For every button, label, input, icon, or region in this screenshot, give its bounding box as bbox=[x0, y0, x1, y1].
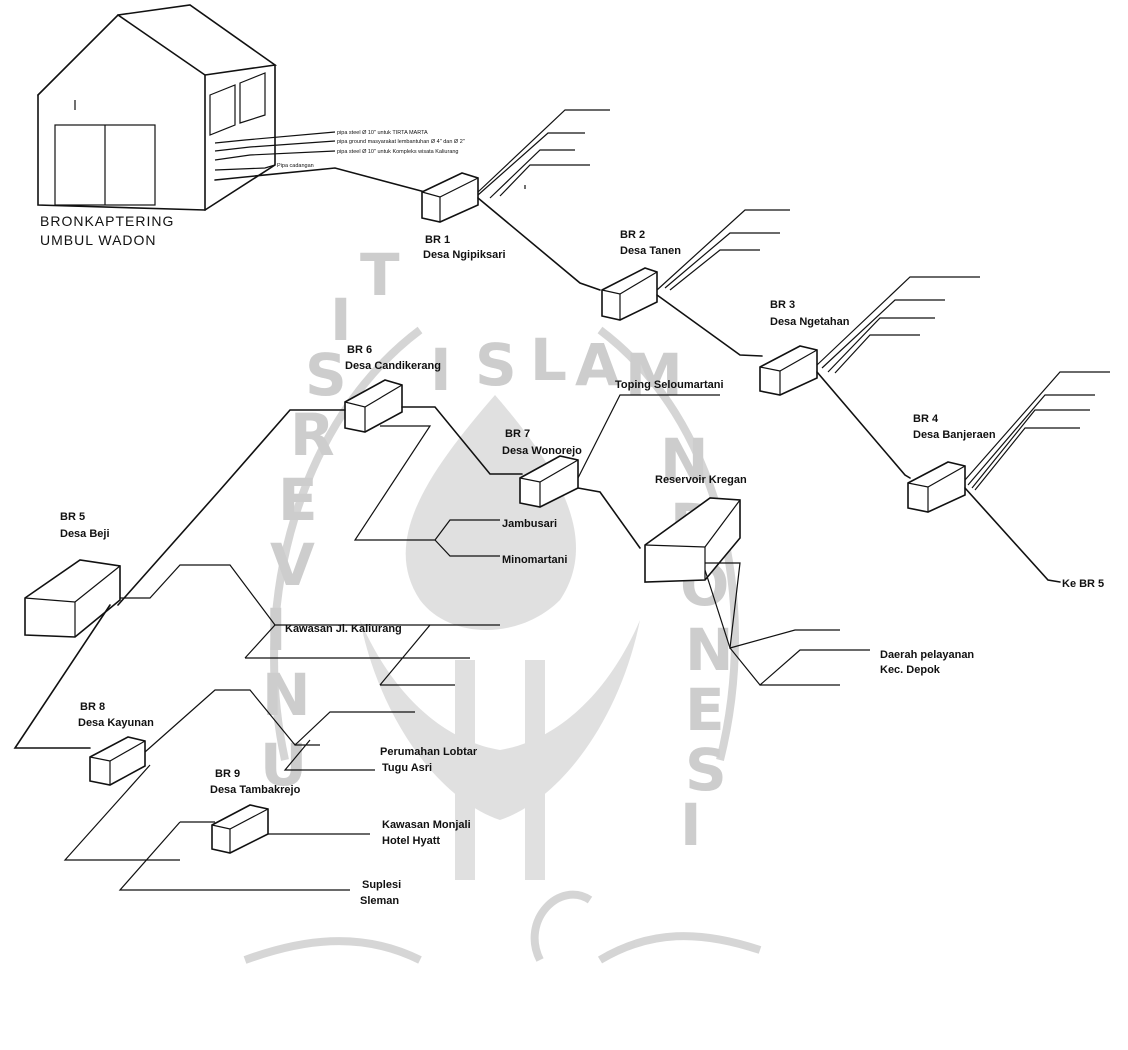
source-title: BRONKAPTERING bbox=[40, 213, 174, 229]
watermark-letter: N bbox=[660, 426, 709, 494]
branch-minomartani bbox=[434, 539, 500, 557]
watermark-letter: E bbox=[278, 466, 318, 534]
node-code: BR 4 bbox=[913, 413, 939, 425]
watermark-letter: L bbox=[530, 326, 567, 394]
watermark-letter: M bbox=[625, 341, 683, 409]
node-name: Desa Wonorejo bbox=[502, 445, 582, 457]
branch-kaliurang bbox=[120, 564, 276, 626]
watermark-letter: I bbox=[680, 791, 702, 859]
watermark-letter: S bbox=[475, 331, 517, 399]
node-br1 bbox=[421, 172, 479, 223]
node-name: Desa Beji bbox=[60, 528, 110, 540]
watermark-letter: S bbox=[305, 341, 347, 409]
watermark-seal: U N I V E R S I T I S L A M N D O N E S … bbox=[243, 241, 762, 964]
node-name: Desa Ngetahan bbox=[770, 316, 850, 328]
node-br8 bbox=[89, 736, 146, 786]
watermark-letter: I bbox=[265, 596, 287, 664]
label-perumahan: Perumahan Lobtar bbox=[380, 746, 478, 758]
node-code: BR 1 bbox=[425, 234, 450, 246]
node-br5 bbox=[24, 559, 121, 638]
br1-branches bbox=[477, 109, 610, 199]
label-minomartani: Minomartani bbox=[502, 554, 567, 566]
node-reservoir bbox=[644, 497, 741, 583]
label-monjali: Kawasan Monjali bbox=[382, 819, 471, 831]
branch-toping bbox=[577, 394, 720, 479]
branch-jambusari bbox=[353, 425, 500, 541]
label-daerah-kec: Kec. Depok bbox=[880, 664, 941, 676]
pipe-label: pipa steel Ø 10" untuk Kompleks wisata K… bbox=[337, 149, 459, 155]
watermark-letter: I bbox=[330, 286, 352, 354]
label-kawasan-kaliurang: Kawasan Jl. Kaliurang bbox=[285, 623, 402, 635]
node-name: Desa Tambakrejo bbox=[210, 784, 301, 796]
label-suplesi: Suplesi bbox=[362, 879, 401, 891]
pipe-br6-br7 bbox=[401, 406, 523, 475]
watermark-letter: E bbox=[685, 676, 725, 744]
node-code: BR 2 bbox=[620, 229, 645, 241]
node-name: Desa Ngipiksari bbox=[423, 249, 506, 261]
branch-br8-br9 bbox=[63, 764, 180, 861]
node-br3 bbox=[759, 345, 818, 396]
node-code: BR 6 bbox=[347, 344, 372, 356]
branch-lobtar-1 bbox=[144, 689, 415, 753]
watermark-letter: U bbox=[260, 731, 307, 799]
label-perumahan-tugu: Tugu Asri bbox=[382, 762, 432, 774]
label-ke-br5: Ke BR 5 bbox=[1062, 578, 1104, 590]
br3-branches bbox=[816, 276, 980, 374]
node-br6 bbox=[344, 379, 403, 433]
node-br4 bbox=[907, 461, 966, 513]
pipe-br6-br5 bbox=[117, 409, 346, 606]
label-suplesi-sleman: Sleman bbox=[360, 895, 399, 907]
pipe-br5-br8 bbox=[13, 604, 111, 749]
watermark-letter: R bbox=[290, 401, 335, 469]
label-monjali-hyatt: Hotel Hyatt bbox=[382, 835, 440, 847]
label-reservoir: Reservoir Kregan bbox=[655, 474, 747, 486]
node-name: Desa Tanen bbox=[620, 245, 681, 257]
pipe-to-br5 bbox=[964, 487, 1061, 583]
watermark-letter: V bbox=[270, 531, 315, 599]
pipe-br3-br4 bbox=[816, 371, 911, 479]
node-name: Desa Candikerang bbox=[345, 360, 441, 372]
node-code: BR 3 bbox=[770, 299, 795, 311]
branch-suplesi bbox=[118, 821, 350, 891]
pipe-label: pipa ground masyarakat lembantuhan Ø 4" … bbox=[337, 139, 465, 145]
node-br2 bbox=[601, 267, 658, 321]
watermark-letter: T bbox=[360, 241, 400, 309]
pipe-label: pipa steel Ø 10" untuk TIRTA MARTA bbox=[337, 130, 428, 136]
pipe-label: Pipa cadangan bbox=[277, 163, 314, 169]
pipe-br1-br2 bbox=[477, 197, 601, 291]
pipe-br7-reservoir bbox=[577, 487, 641, 549]
br4-branches bbox=[964, 371, 1110, 491]
node-code: BR 7 bbox=[505, 428, 530, 440]
node-name: Desa Kayunan bbox=[78, 717, 154, 729]
watermark-letter: A bbox=[575, 331, 620, 399]
label-jambusari: Jambusari bbox=[502, 518, 557, 530]
br2-branches bbox=[656, 209, 790, 291]
branch-kaliurang-2 bbox=[244, 624, 430, 659]
label-toping: Toping Seloumartani bbox=[615, 379, 724, 391]
branch-kaliurang-3 bbox=[245, 624, 500, 686]
watermark-letter: I bbox=[430, 336, 452, 404]
node-code: BR 8 bbox=[80, 701, 105, 713]
node-br9 bbox=[211, 804, 269, 854]
pipe-br2-br3 bbox=[656, 294, 763, 357]
node-code: BR 9 bbox=[215, 768, 240, 780]
watermark-letter: S bbox=[685, 736, 727, 804]
watermark-letter: N bbox=[262, 661, 311, 729]
watermark-letter: N bbox=[685, 616, 734, 684]
label-daerah: Daerah pelayanan bbox=[880, 649, 974, 661]
node-code: BR 5 bbox=[60, 511, 85, 523]
branch-lobtar-2 bbox=[283, 739, 375, 771]
bronkaptering-building bbox=[37, 4, 278, 211]
node-name: Desa Banjeraen bbox=[913, 429, 996, 441]
source-pipes bbox=[214, 131, 426, 193]
source-subtitle: UMBUL WADON bbox=[40, 232, 157, 248]
